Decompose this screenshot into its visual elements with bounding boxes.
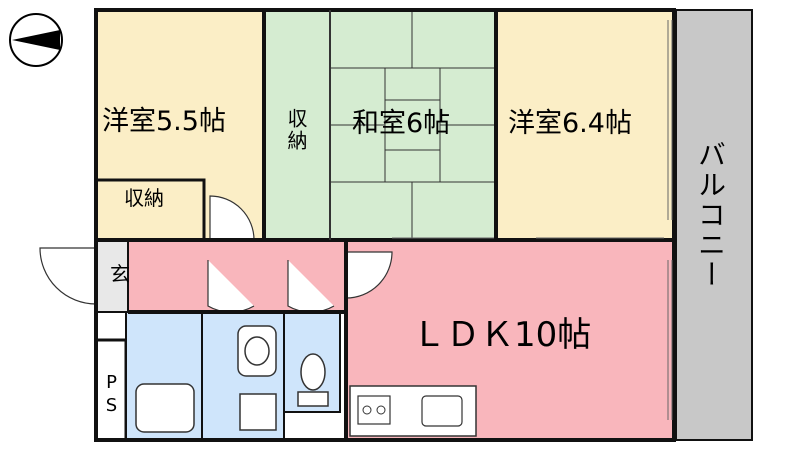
sink-icon [421,395,463,427]
washer-space [239,393,277,431]
windows [392,20,673,420]
door-swings [39,195,393,313]
storage-2-area [264,10,330,240]
room-label-storage-2: 収納 [284,108,308,152]
room-label-japanese: 和室6帖 [352,108,451,139]
storage-1-area [94,178,206,242]
stove-icon [357,395,391,425]
room-label-storage-1: 収納 [124,186,164,210]
washbasin-icon [237,325,277,377]
tatami-lines [330,10,496,240]
ps-area [94,338,128,442]
room-label-western-2: 洋室6.4帖 [508,108,632,139]
room-label-ps: PS [101,372,122,418]
north-arrow-icon [9,13,63,67]
western-room-2 [496,10,674,240]
toilet-icon [297,353,329,407]
room-label-entrance: 玄 [110,262,130,286]
room-label-balcony: バルコニー [694,140,727,290]
room-label-ldk: ＬＤＫ10帖 [412,315,592,355]
walls [94,8,676,442]
bathtub-icon [135,383,195,433]
balcony-area [675,9,753,441]
room-label-western-1: 洋室5.5帖 [102,106,226,137]
